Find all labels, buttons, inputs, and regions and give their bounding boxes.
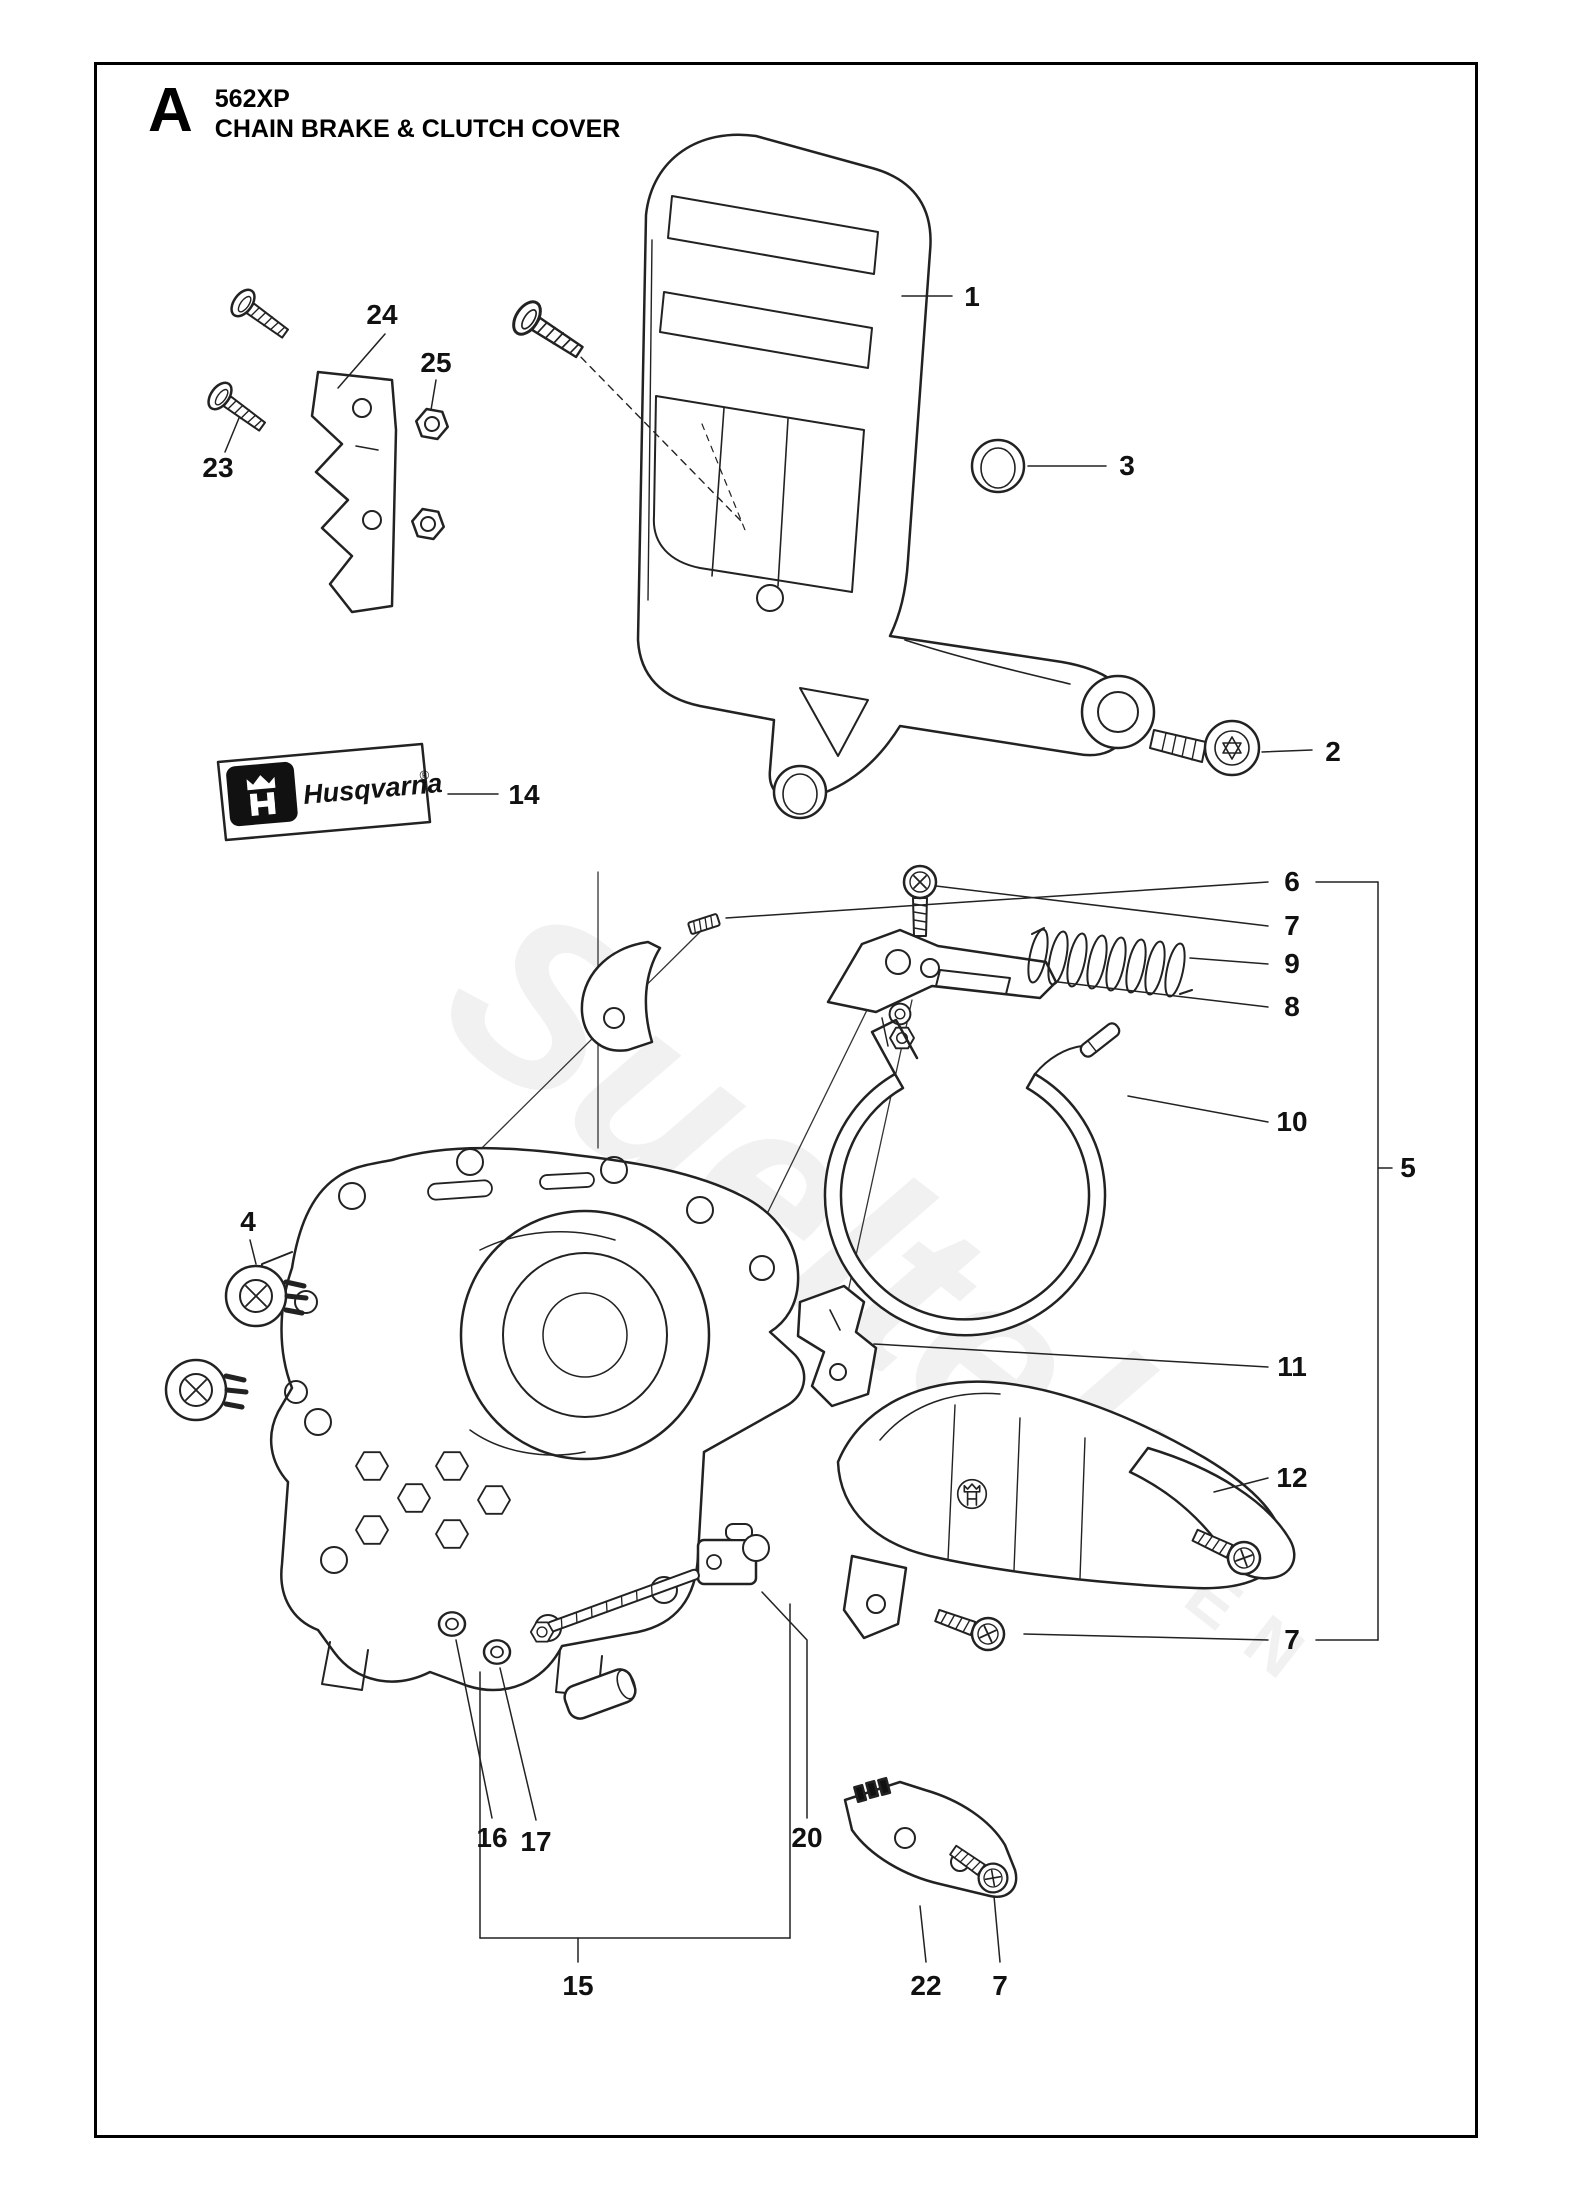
callout-part-2: 2 bbox=[1325, 736, 1341, 767]
callout-part-24: 24 bbox=[366, 299, 398, 330]
callout-part-7c: 7 bbox=[992, 1970, 1008, 2001]
callout-part-1: 1 bbox=[964, 281, 980, 312]
husqvarna-crown-icon bbox=[226, 761, 298, 827]
callout-part-14: 14 bbox=[508, 779, 540, 810]
callout-part-20: 20 bbox=[791, 1822, 823, 1853]
screw-7a-drawing bbox=[902, 864, 938, 938]
section-letter: A bbox=[148, 76, 193, 145]
screw-7c-drawing bbox=[930, 1599, 1010, 1656]
spike-nut-25a-drawing bbox=[412, 406, 452, 442]
model-number: 562XP bbox=[214, 85, 290, 113]
spike-screw-24-drawing bbox=[225, 284, 296, 347]
bumper-spike-drawing bbox=[310, 370, 398, 614]
hand-guard-drawing bbox=[571, 133, 1156, 801]
brake-band-drawing bbox=[823, 1018, 1121, 1337]
registered-mark: ® bbox=[419, 767, 430, 783]
page-title: CHAIN BRAKE & CLUTCH COVER bbox=[214, 115, 621, 143]
callout-part-3: 3 bbox=[1119, 450, 1135, 481]
tensioner-drawing bbox=[437, 1523, 770, 1720]
cover-crown-icon bbox=[956, 1478, 988, 1510]
callout-part-7b: 7 bbox=[1284, 1624, 1300, 1655]
callout-part-23: 23 bbox=[202, 452, 234, 483]
brake-mechanism-drawing bbox=[580, 913, 1058, 1052]
crankcase-drawing bbox=[257, 1146, 806, 1697]
torx-screw-drawing bbox=[1149, 719, 1261, 777]
spring-drawing bbox=[1027, 927, 1193, 998]
band-pin-drawing bbox=[1079, 1022, 1121, 1058]
callout-part-12: 12 bbox=[1276, 1462, 1308, 1493]
callout-part-5: 5 bbox=[1400, 1152, 1416, 1183]
trigger-drawing bbox=[796, 1284, 878, 1408]
husqvarna-label-drawing: Husqvarna ® bbox=[216, 742, 444, 842]
plug-drawings bbox=[772, 438, 1026, 820]
guard-screw-drawing bbox=[506, 295, 591, 369]
page-header: A 562XP CHAIN BRAKE & CLUTCH COVER bbox=[148, 80, 620, 144]
header-text: 562XP CHAIN BRAKE & CLUTCH COVER bbox=[215, 84, 621, 144]
callout-part-9: 9 bbox=[1284, 948, 1300, 979]
callout-part-15: 15 bbox=[562, 1970, 594, 2001]
callout-part-16: 16 bbox=[476, 1822, 508, 1853]
callout-part-25: 25 bbox=[420, 347, 452, 378]
callout-part-6: 6 bbox=[1284, 866, 1300, 897]
callout-part-8: 8 bbox=[1284, 991, 1300, 1022]
callout-part-11: 11 bbox=[1277, 1351, 1307, 1382]
callout-part-17: 17 bbox=[520, 1826, 552, 1857]
callout-part-4: 4 bbox=[240, 1206, 256, 1237]
leader-lines bbox=[224, 295, 1393, 1963]
page-border bbox=[94, 62, 1478, 2138]
spike-nut-25b-drawing bbox=[408, 506, 448, 542]
set-screw-6-drawing bbox=[687, 913, 721, 935]
callout-part-10: 10 bbox=[1276, 1106, 1308, 1137]
callout-part-22: 22 bbox=[910, 1970, 942, 2001]
clutch-cover-drawing bbox=[836, 1380, 1296, 1640]
spike-screw-23-drawing bbox=[202, 377, 273, 440]
callout-part-7a: 7 bbox=[1284, 910, 1300, 941]
